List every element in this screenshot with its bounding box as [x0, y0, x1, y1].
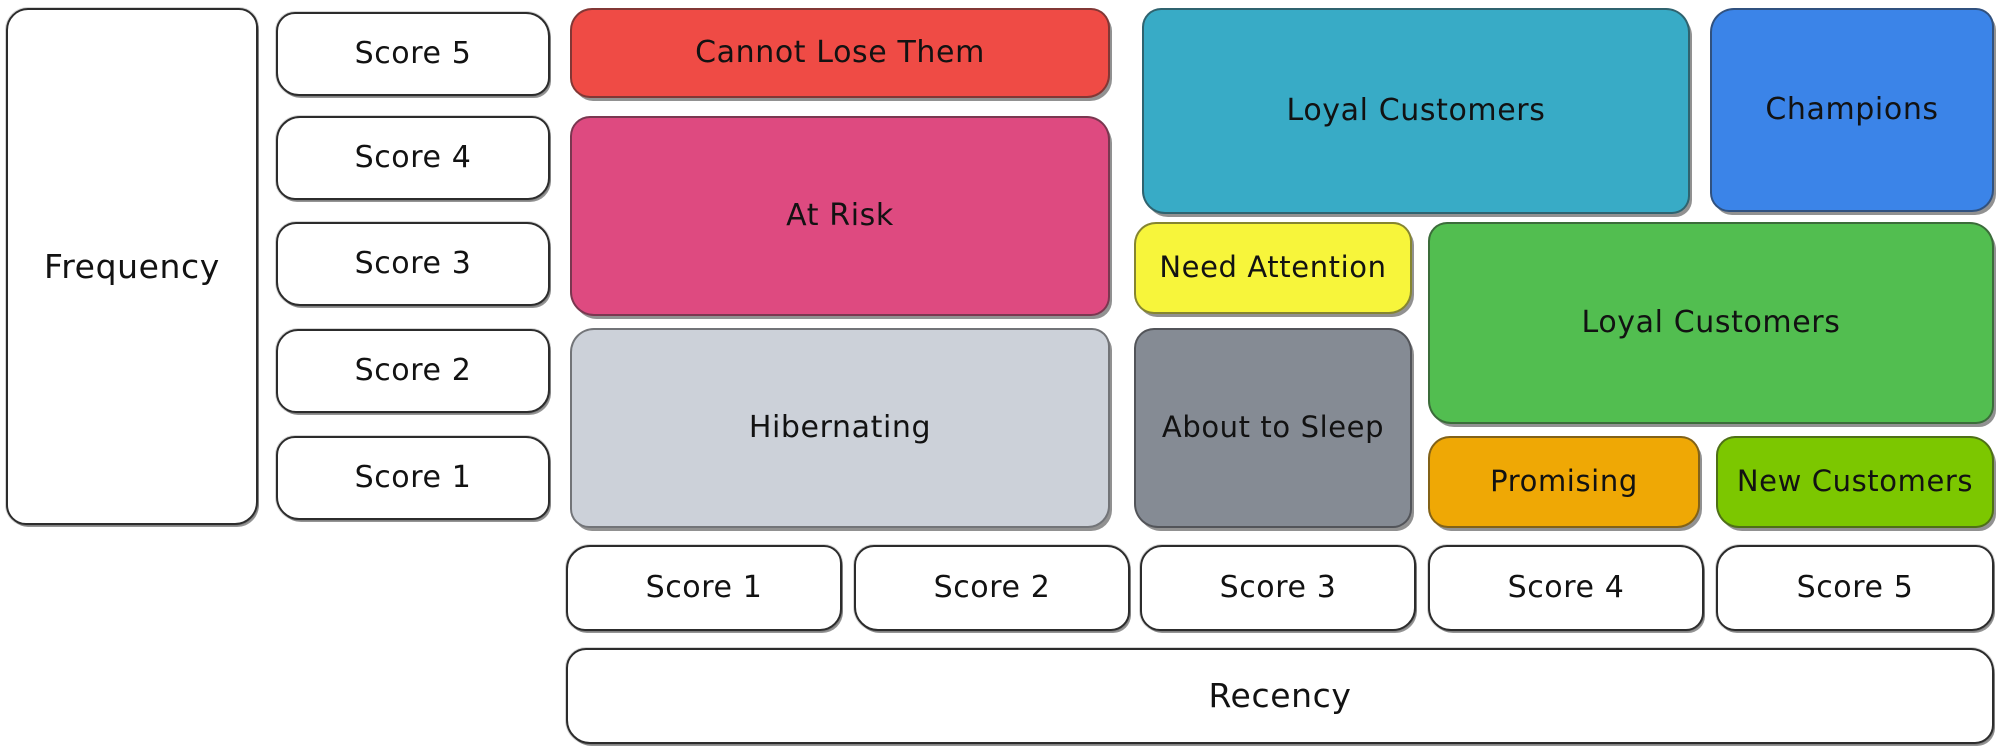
recency-score-3[interactable]: Score 3: [1140, 545, 1416, 631]
frequency-score-1-label: Score 1: [354, 459, 472, 495]
recency-score-5-label: Score 5: [1796, 569, 1914, 605]
segment-at-risk[interactable]: At Risk: [570, 116, 1110, 316]
segment-about-to-sleep[interactable]: About to Sleep: [1134, 328, 1412, 528]
recency-score-4[interactable]: Score 4: [1428, 545, 1704, 631]
frequency-score-3-label: Score 3: [354, 245, 472, 281]
segment-new-customers[interactable]: New Customers: [1716, 436, 1994, 528]
frequency-score-2[interactable]: Score 2: [276, 329, 550, 413]
frequency-score-1[interactable]: Score 1: [276, 436, 550, 520]
segment-loyal-customers-teal[interactable]: Loyal Customers: [1142, 8, 1690, 214]
recency-axis-label: Recency: [566, 648, 1994, 744]
frequency-axis-label: Frequency: [6, 8, 258, 525]
recency-score-1[interactable]: Score 1: [566, 545, 842, 631]
segment-hibernating[interactable]: Hibernating: [570, 328, 1110, 528]
recency-score-1-label: Score 1: [645, 569, 763, 605]
segment-hibernating-label: Hibernating: [748, 409, 932, 445]
frequency-score-5-label: Score 5: [354, 35, 472, 71]
segment-loyal-customers-green[interactable]: Loyal Customers: [1428, 222, 1994, 424]
frequency-score-2-label: Score 2: [354, 352, 472, 388]
segment-need-attention[interactable]: Need Attention: [1134, 222, 1412, 314]
segment-loyal-customers-green-label: Loyal Customers: [1581, 304, 1841, 340]
frequency-score-5[interactable]: Score 5: [276, 12, 550, 96]
recency-axis-label-text: Recency: [1208, 676, 1352, 716]
segment-about-to-sleep-label: About to Sleep: [1161, 410, 1385, 445]
frequency-score-4-label: Score 4: [354, 139, 472, 175]
frequency-axis-label-text: Frequency: [44, 246, 220, 286]
recency-score-2[interactable]: Score 2: [854, 545, 1130, 631]
recency-score-2-label: Score 2: [933, 569, 1051, 605]
recency-score-5[interactable]: Score 5: [1716, 545, 1994, 631]
segment-new-customers-label: New Customers: [1736, 464, 1974, 499]
recency-score-3-label: Score 3: [1219, 569, 1337, 605]
segment-champions-label: Champions: [1765, 91, 1939, 127]
segment-promising[interactable]: Promising: [1428, 436, 1700, 528]
segment-need-attention-label: Need Attention: [1159, 250, 1387, 285]
segment-promising-label: Promising: [1490, 464, 1638, 499]
segment-cannot-lose-them[interactable]: Cannot Lose Them: [570, 8, 1110, 98]
segment-loyal-customers-teal-label: Loyal Customers: [1286, 92, 1546, 128]
segment-cannot-lose-them-label: Cannot Lose Them: [695, 34, 985, 70]
recency-score-4-label: Score 4: [1507, 569, 1625, 605]
segment-at-risk-label: At Risk: [786, 197, 894, 233]
segment-champions[interactable]: Champions: [1710, 8, 1994, 212]
frequency-score-3[interactable]: Score 3: [276, 222, 550, 306]
frequency-score-4[interactable]: Score 4: [276, 116, 550, 200]
